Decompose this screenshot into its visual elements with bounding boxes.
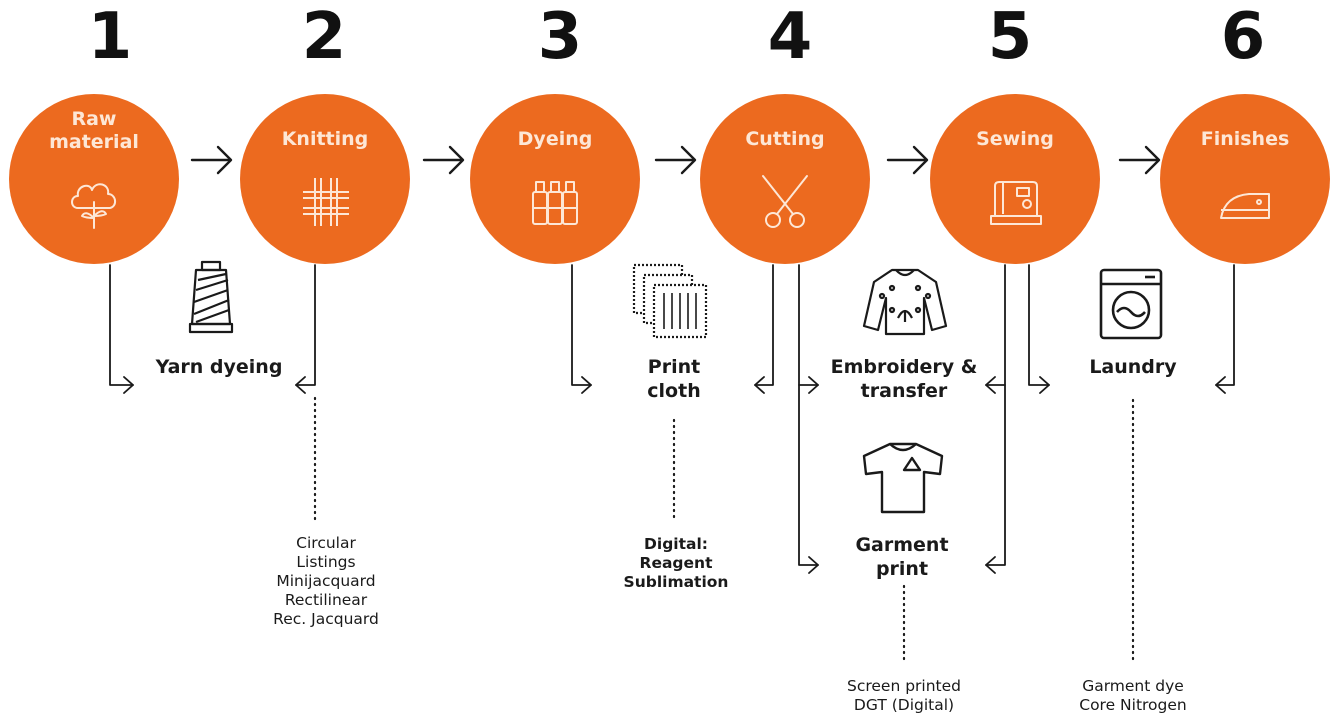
list-item: Garment dye xyxy=(1082,677,1184,695)
list-item: Core Nitrogen xyxy=(1079,696,1187,714)
step-circle-finishes: Finishes xyxy=(1160,94,1330,264)
step-label-cutting: Cutting xyxy=(745,128,825,150)
step-number-5: 5 xyxy=(987,0,1033,74)
step-number-6: 6 xyxy=(1220,0,1266,74)
paint-tubes-icon xyxy=(532,181,578,225)
list-item: Circular xyxy=(296,534,356,552)
step-label-finishes: Finishes xyxy=(1200,128,1290,150)
iron-icon xyxy=(1220,193,1270,219)
connector-cutting-to-embroidery xyxy=(798,264,819,574)
embroidered-sweater-icon xyxy=(862,268,948,336)
step-circle-dyeing: Dyeing xyxy=(470,94,640,264)
tshirt-print-icon xyxy=(862,442,944,514)
list-item: Reagent xyxy=(639,554,713,572)
arrow-3-4 xyxy=(654,145,697,175)
knitting-types-list: Circular Listings Minijacquard Rectiline… xyxy=(236,534,416,629)
arrow-2-3 xyxy=(422,145,465,175)
fabric-swatch-icon xyxy=(632,263,708,339)
list-item: Rec. Jacquard xyxy=(273,610,379,628)
connector-finishes-to-laundry xyxy=(1215,264,1235,394)
arrow-1-2 xyxy=(190,145,233,175)
arrow-5-6 xyxy=(1118,145,1161,175)
yarn-spool-icon xyxy=(188,260,234,334)
list-item: Screen printed xyxy=(846,677,961,695)
step-circle-sewing: Sewing xyxy=(930,94,1100,264)
branch-label-print-cloth: Print cloth xyxy=(647,356,701,402)
branch-label-yarn-dyeing: Yarn dyeing xyxy=(155,356,283,378)
step-circle-raw-material: Raw material xyxy=(9,94,179,264)
list-item: Minijacquard xyxy=(276,572,376,590)
list-item: Rectilinear xyxy=(284,591,368,609)
print-cloth-methods-list: Digital: Reagent Sublimation xyxy=(586,535,766,592)
connector-sewing-to-embroidery xyxy=(985,264,1006,574)
washing-machine-icon xyxy=(1099,268,1163,340)
list-item: Sublimation xyxy=(623,573,729,591)
weave-icon xyxy=(303,178,349,226)
branch-label-garment-print: Garment print xyxy=(855,534,949,580)
step-number-4: 4 xyxy=(767,0,813,74)
arrow-4-5 xyxy=(886,145,929,175)
branch-label-embroidery: Embroidery & transfer xyxy=(830,356,978,402)
step-label-sewing: Sewing xyxy=(976,128,1054,150)
list-item: DGT (Digital) xyxy=(853,696,955,714)
laundry-methods-list: Garment dye Core Nitrogen xyxy=(1043,677,1223,715)
list-item: Digital: xyxy=(644,535,708,553)
connector-knitting-to-yarn xyxy=(295,264,316,394)
step-number-2: 2 xyxy=(301,0,347,74)
step-circle-knitting: Knitting xyxy=(240,94,410,264)
cotton-icon xyxy=(71,183,116,229)
step-number-3: 3 xyxy=(537,0,583,74)
list-item: Listings xyxy=(296,553,356,571)
branch-label-laundry: Laundry xyxy=(1089,356,1177,378)
connector-dyeing-to-print xyxy=(571,264,592,394)
step-label-raw-material: Raw material xyxy=(49,108,139,153)
step-label-dyeing: Dyeing xyxy=(517,128,593,150)
sewing-machine-icon xyxy=(990,181,1042,225)
connector-cutting-to-print xyxy=(754,264,774,394)
step-number-1: 1 xyxy=(87,0,133,74)
garment-print-methods-list: Screen printed DGT (Digital) xyxy=(814,677,994,715)
scissors-icon xyxy=(762,175,808,228)
step-circle-cutting: Cutting xyxy=(700,94,870,264)
step-label-knitting: Knitting xyxy=(281,128,369,150)
connector-raw-to-yarn xyxy=(109,264,134,394)
connector-sewing-to-laundry xyxy=(1028,264,1050,394)
